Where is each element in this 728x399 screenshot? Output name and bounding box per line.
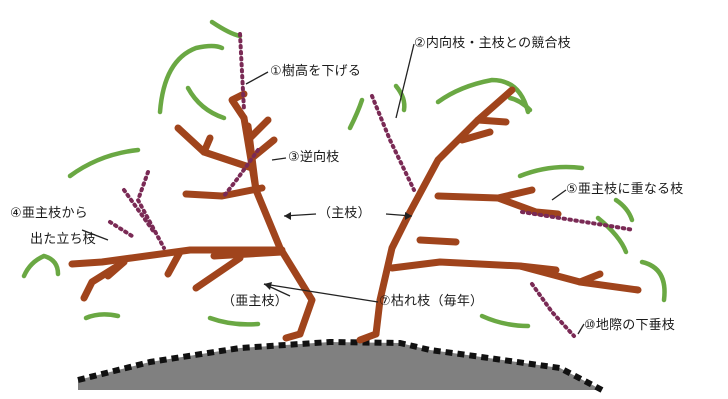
label-lower-height: ①樹高を下げる bbox=[270, 64, 361, 80]
label-reverse-branch: ③逆向枝 bbox=[288, 150, 339, 166]
label-from-sub-main-line2: 出た立ち枝 bbox=[30, 232, 96, 248]
ground-mound bbox=[78, 342, 602, 390]
pruning-marks bbox=[110, 34, 634, 336]
label-overlapping-sub-main: ⑤亜主枝に重なる枝 bbox=[566, 182, 683, 198]
label-sub-main-branch: （亜主枝） bbox=[222, 294, 288, 310]
label-hanging-branch: ⑩地際の下垂枝 bbox=[584, 318, 675, 334]
label-from-sub-main-line1: ④亜主枝から bbox=[10, 206, 88, 222]
leader-lines bbox=[82, 44, 584, 334]
label-main-branch: （主枝） bbox=[318, 206, 371, 222]
label-inward-branch: ②内向枝・主枝との競合枝 bbox=[414, 36, 571, 52]
label-dead-branch: ⑦枯れ枝（毎年） bbox=[379, 294, 483, 310]
